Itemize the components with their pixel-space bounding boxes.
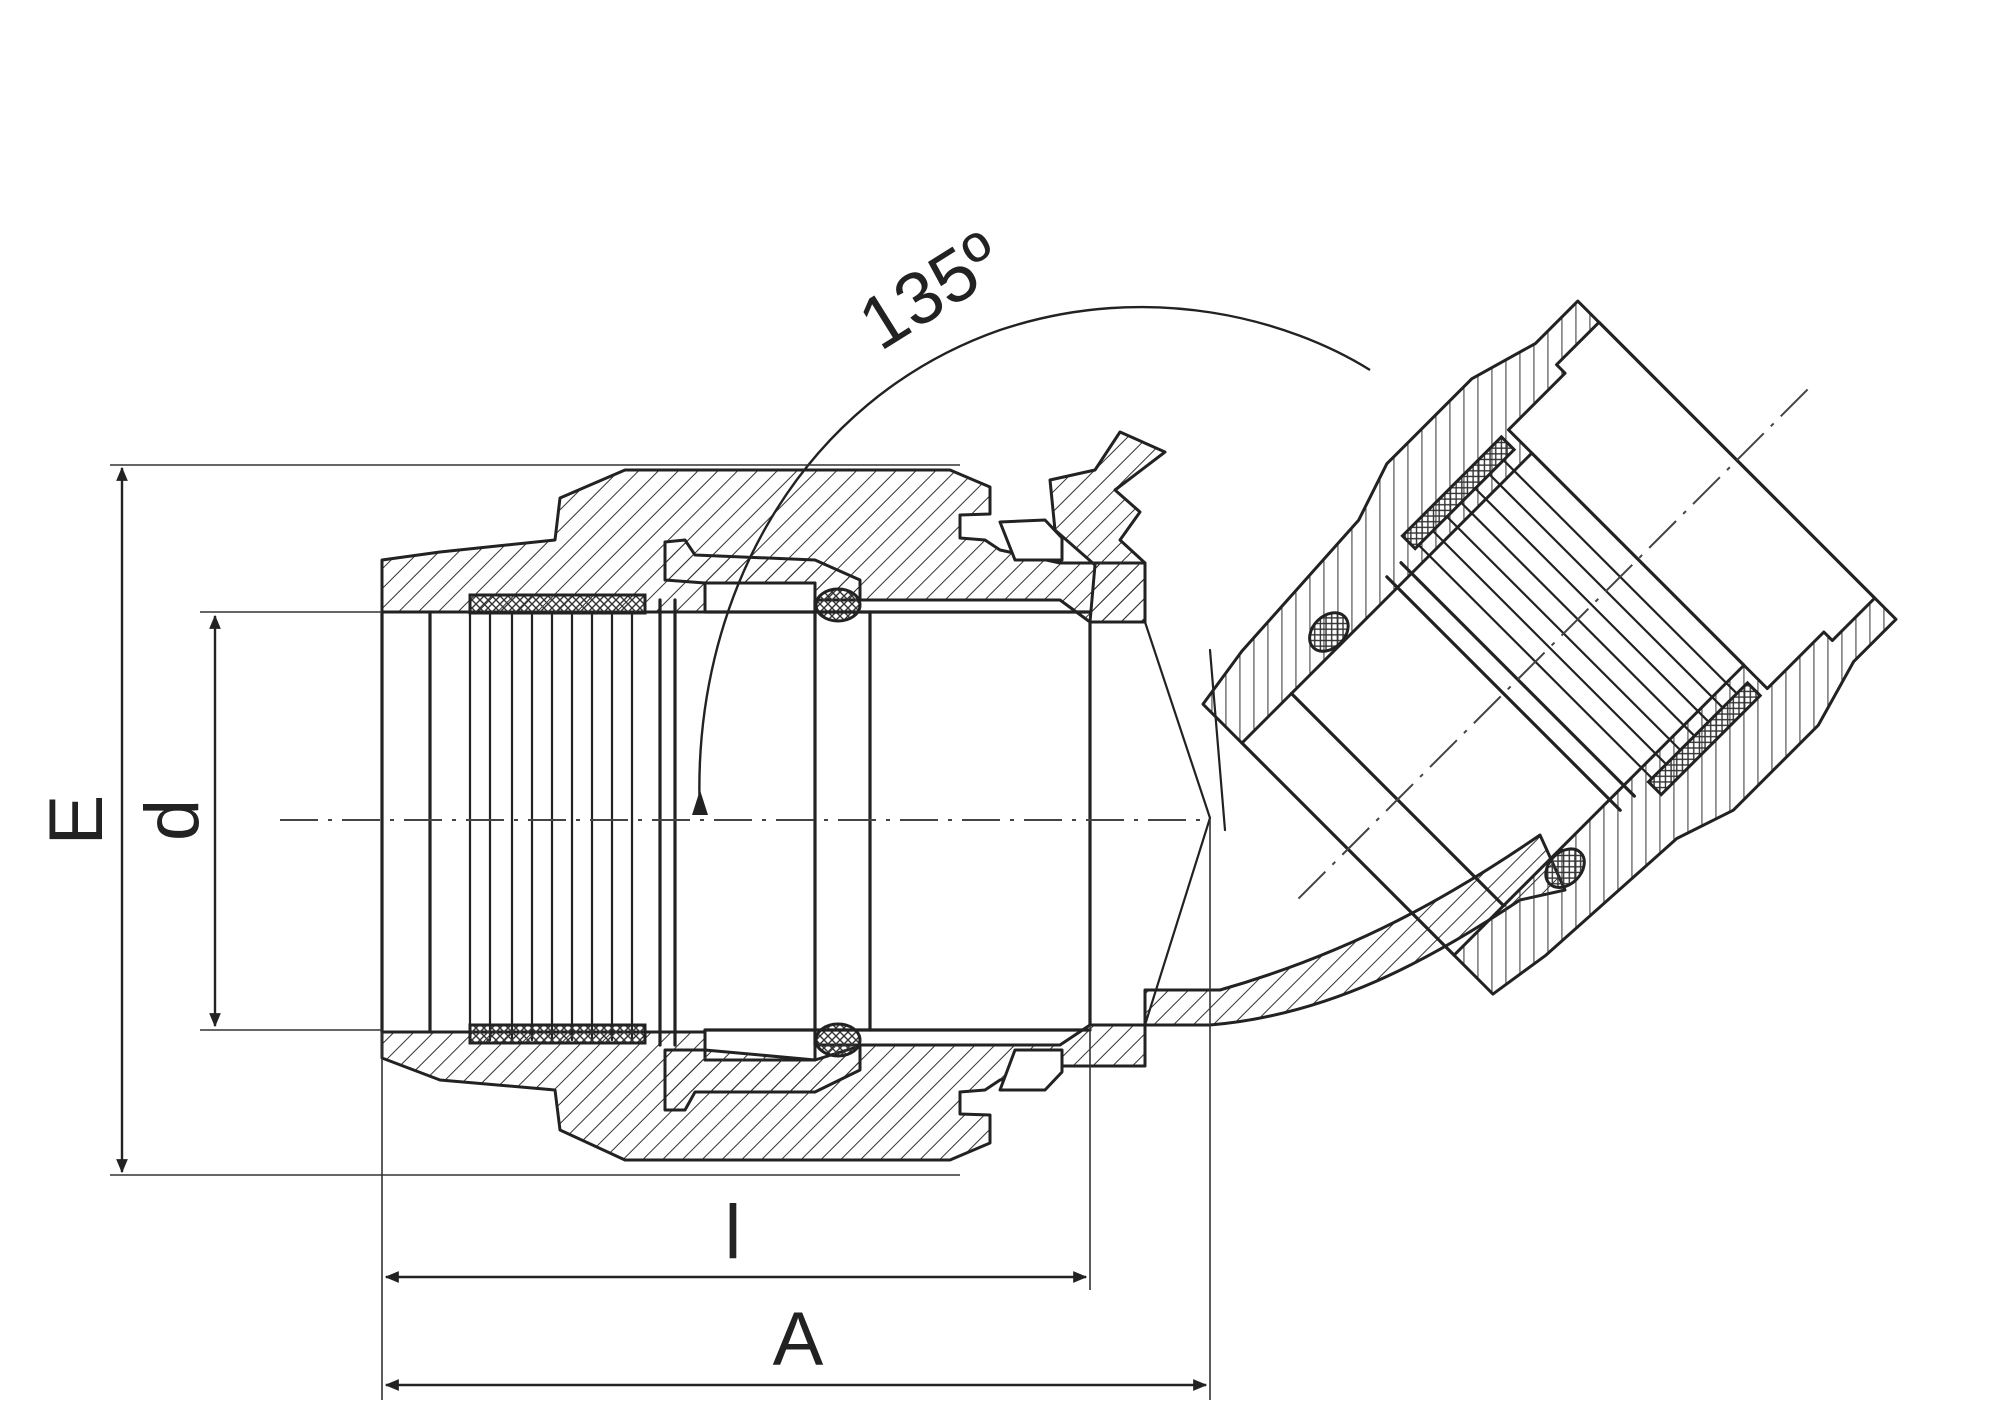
grip-ring-bottom (468, 1023, 647, 1045)
o-ring-top (814, 587, 862, 623)
nut-bottom (663, 1044, 862, 1112)
E-label: E (34, 795, 119, 846)
dimension-A: A (384, 820, 1211, 1400)
branch-centerline (1297, 381, 1816, 900)
branch-grip-bottom (1646, 680, 1763, 797)
dimension-E: E (34, 464, 960, 1176)
right-branch (1201, 299, 1898, 996)
d-label: d (130, 799, 215, 841)
elbow (1048, 430, 1567, 1027)
tab-top (998, 518, 1064, 562)
A-label: A (773, 1297, 824, 1382)
elbow-inner-wall (1048, 430, 1167, 624)
dimension-l: l (381, 1025, 1091, 1400)
angle-arrow-left (692, 790, 708, 815)
l-label: l (725, 1190, 742, 1275)
branch-grip-top (1400, 434, 1517, 551)
angle-arc (698, 305, 1371, 816)
branch-o-ring-bottom (1544, 847, 1586, 889)
bore (380, 598, 1092, 1047)
branch-body-upper (1201, 299, 1601, 745)
left-branch (380, 468, 1147, 1162)
grip-ring-top (468, 593, 647, 1042)
elbow-chamfer (1143, 620, 1227, 1027)
dimension-d: d (130, 611, 382, 1031)
branch-body-lower (1452, 596, 1898, 996)
branch-o-ring-top (1308, 611, 1350, 653)
angle-label: 135º (844, 215, 1016, 365)
tab-bottom (998, 1048, 1064, 1092)
